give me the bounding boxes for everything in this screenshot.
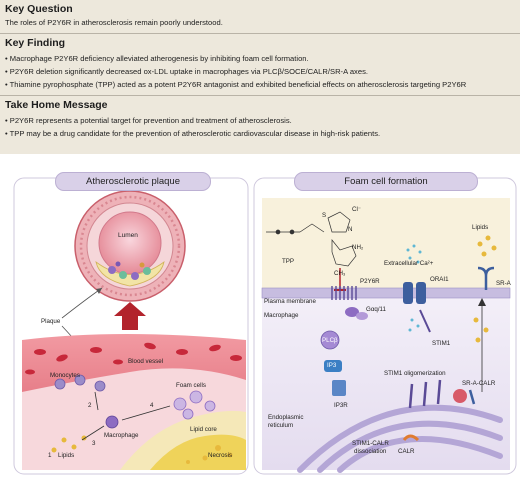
calcium-ions [406, 244, 422, 332]
p2y6r-label: P2Y6R [360, 278, 380, 285]
chloride-label: Cl⁻ [352, 206, 362, 213]
monocytes-label: Monocytes [50, 372, 80, 379]
lipids-label: Lipids [58, 452, 75, 459]
stim1-calr-label-line-2: dissociation [354, 448, 387, 455]
lipid-droplets [473, 235, 497, 343]
macrophage-label: Macrophage [264, 312, 299, 319]
methyl-label: CH₃ [334, 270, 346, 277]
key-finding-bullet-2: • P2Y6R deletion significantly decreased… [5, 67, 368, 76]
extracellular-space [262, 198, 510, 288]
divider [0, 33, 520, 34]
key-question-text: The roles of P2Y6R in atherosclerosis re… [5, 18, 223, 27]
right-panel-title: Foam cell formation [294, 172, 478, 191]
summary-box: Key Question The roles of P2Y6R in ather… [0, 0, 520, 154]
sr-a-calr-complex [453, 389, 467, 403]
foam-cells-label: Foam cells [176, 382, 206, 389]
stim1-protein [419, 309, 431, 333]
artery-cross-section [74, 190, 186, 302]
take-home-bullet-2: • TPP may be a drug candidate for the pr… [5, 129, 381, 138]
step-4-label: 4 [150, 402, 154, 409]
sr-a-receptor [477, 266, 495, 290]
step-1-label: 1 [48, 452, 52, 459]
plasma-membrane-label: Plasma membrane [264, 298, 316, 305]
take-home-bullet-1: • P2Y6R represents a potential target fo… [5, 116, 292, 125]
calr-protein [402, 434, 420, 442]
gaq11-protein [345, 307, 359, 317]
key-finding-bullet-1: • Macrophage P2Y6R deficiency alleviated… [5, 54, 309, 63]
necrosis-label: Necrosis [208, 452, 233, 459]
step-2-label: 2 [88, 402, 92, 409]
stim1-oligomerization-label: STIM1 oligomerization [384, 370, 446, 377]
gaq11-label: Gαq/11 [366, 306, 386, 313]
sr-a-calr-label: SR-A-CALR [462, 380, 496, 387]
orai1-channel [416, 282, 426, 304]
extracellular-ca-label: Extracellular Ca²+ [384, 260, 434, 267]
stim1-calr-label-line-1: STIM1-CALR [352, 440, 389, 447]
calr-label: CALR [398, 448, 415, 455]
left-panel-title: Atherosclerotic plaque [55, 172, 211, 191]
blood-vessel-section [22, 334, 246, 470]
macrophage-label: Macrophage [104, 432, 139, 439]
lipid-core-label: Lipid core [190, 426, 217, 433]
lipids-label: Lipids [472, 224, 489, 231]
plcb-label: PLCβ [322, 337, 338, 344]
orai1-channel [403, 282, 413, 304]
ip3r-receptor [332, 380, 346, 396]
sr-a-label: SR-A [496, 280, 511, 287]
key-finding-bullet-3: • Thiamine pyrophosphate (TPP) acted as … [5, 80, 467, 89]
lumen-label: Lumen [118, 232, 138, 239]
key-finding-heading: Key Finding [5, 37, 66, 49]
blood-vessel-label: Blood vessel [128, 358, 164, 365]
up-arrow [114, 302, 146, 330]
take-home-heading: Take Home Message [5, 99, 108, 111]
tpp-molecule [266, 211, 357, 267]
nitrogen-label: N [348, 226, 353, 233]
ip3-molecule [324, 360, 342, 372]
ip3-label: IP3 [327, 362, 337, 369]
ip3r-label: IP3R [334, 402, 348, 409]
amine-label: NH₂ [352, 244, 364, 251]
orai1-label: ORAI1 [430, 276, 449, 283]
stim1-label: STIM1 [432, 340, 451, 347]
p2y6r-receptor [331, 286, 357, 300]
tpp-label: TPP [282, 258, 295, 265]
endoplasmic-reticulum [297, 404, 503, 473]
stim1-oligomer [408, 379, 442, 409]
plasma-membrane [261, 287, 511, 299]
step-3-label: 3 [92, 440, 96, 447]
plaque-label: Plaque [41, 318, 61, 325]
er-label-line-2: reticulum [268, 422, 294, 429]
key-question-heading: Key Question [5, 3, 73, 15]
plcb-enzyme [320, 330, 340, 350]
er-label-line-1: Endoplasmic [268, 414, 304, 421]
divider [0, 95, 520, 96]
sulfur-label: S [322, 212, 327, 219]
